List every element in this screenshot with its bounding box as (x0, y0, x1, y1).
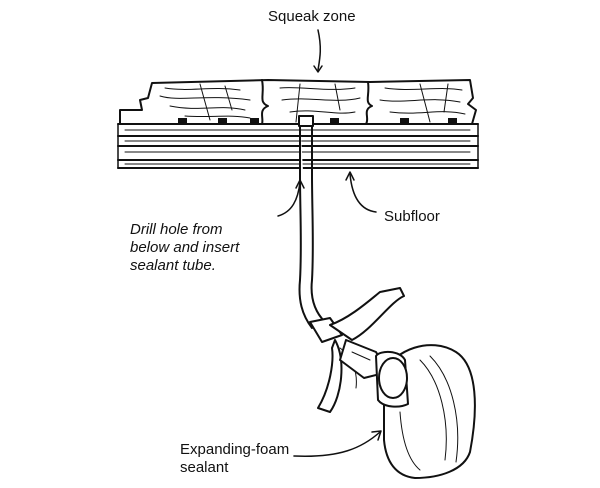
foam-can (375, 344, 476, 479)
sealant-tube (298, 115, 326, 329)
foam-sealant-label-line-1: Expanding-foam (180, 441, 290, 458)
drill-instruction-line-2: below and insert (130, 239, 240, 256)
subfloor-label: Subfloor (384, 208, 440, 225)
squeak-zone-label: Squeak zone (268, 8, 356, 25)
floorboards (119, 79, 477, 125)
drill-instruction-line-3: sealant tube. (130, 257, 216, 274)
drill-instruction-line-1: Drill hole from (130, 221, 223, 238)
spray-nozzle (309, 287, 405, 413)
leader-lines (277, 29, 382, 457)
subfloor-layers (117, 123, 479, 169)
foam-sealant-label-line-2: sealant (180, 459, 229, 476)
